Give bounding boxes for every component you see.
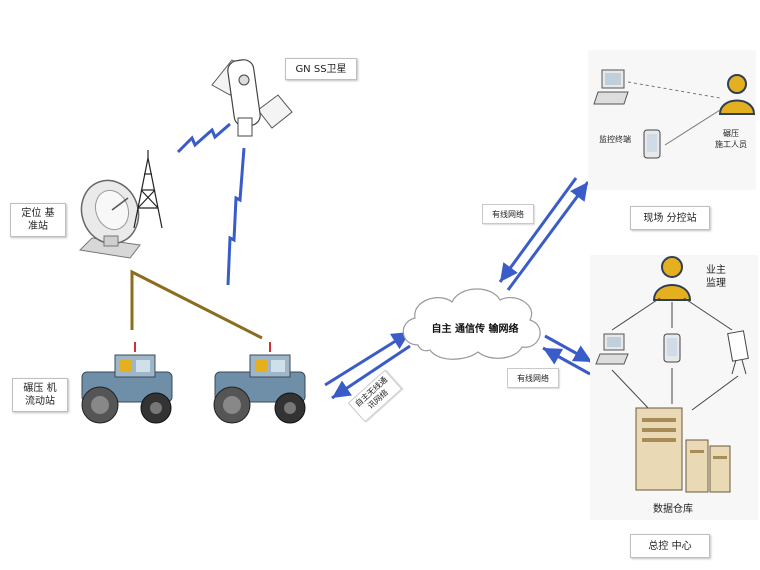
- cloud-to-center-arrow: [544, 334, 593, 364]
- person-icon-field: [718, 74, 756, 115]
- server-icon: [635, 407, 731, 493]
- center-link-left: [611, 369, 651, 411]
- center-to-cloud-arrow: [542, 346, 591, 376]
- base-station-label: 定位 基 准站: [10, 203, 66, 237]
- road-roller-icon-2: [213, 342, 306, 424]
- center-link-right: [691, 375, 739, 411]
- cloud-to-field-arrow: [506, 181, 590, 291]
- base-to-roller-link: [130, 269, 263, 340]
- field-station-label: 现场 分控站: [630, 206, 710, 230]
- gnss-label: GN SS卫星: [285, 58, 357, 80]
- whiteboard-icon: [727, 330, 749, 375]
- cloud-icon: [402, 288, 541, 360]
- field-link-2: [664, 109, 721, 146]
- owner-link-left: [611, 297, 661, 331]
- field-to-cloud-arrow: [498, 177, 578, 283]
- satellite-dish-icon: [78, 179, 141, 259]
- road-roller-icon-1: [81, 342, 173, 424]
- satellite-link-to-roller: [226, 147, 246, 286]
- cloud-label: 自主 通信传 输网络: [431, 324, 519, 335]
- satellite-icon: [211, 59, 293, 137]
- control-center-label: 总控 中心: [630, 534, 710, 558]
- owner-link-right: [683, 297, 733, 331]
- computer-icon-field: [593, 69, 629, 105]
- wired-label-top: 有线网络: [482, 204, 534, 224]
- monitor-terminal-label: 监控终端: [599, 135, 631, 144]
- phone-icon-center: [663, 333, 681, 363]
- data-warehouse-label: 数据仓库: [653, 504, 693, 515]
- roller-station-label: 碾压 机 流动站: [12, 378, 68, 412]
- computer-icon-center: [595, 333, 629, 365]
- person-icon-owner: [652, 256, 692, 301]
- wired-label-bottom: 有线网络: [507, 368, 559, 388]
- satellite-link-to-base: [176, 122, 231, 154]
- owner-label: 业主 监理: [706, 265, 726, 289]
- phone-icon-field: [643, 129, 661, 159]
- roller-crew-label: 碾压 施工人员: [715, 129, 747, 149]
- roller-to-cloud-arrow: [324, 330, 411, 387]
- radio-tower-icon: [133, 150, 163, 229]
- cloud-to-roller-arrow: [331, 344, 411, 400]
